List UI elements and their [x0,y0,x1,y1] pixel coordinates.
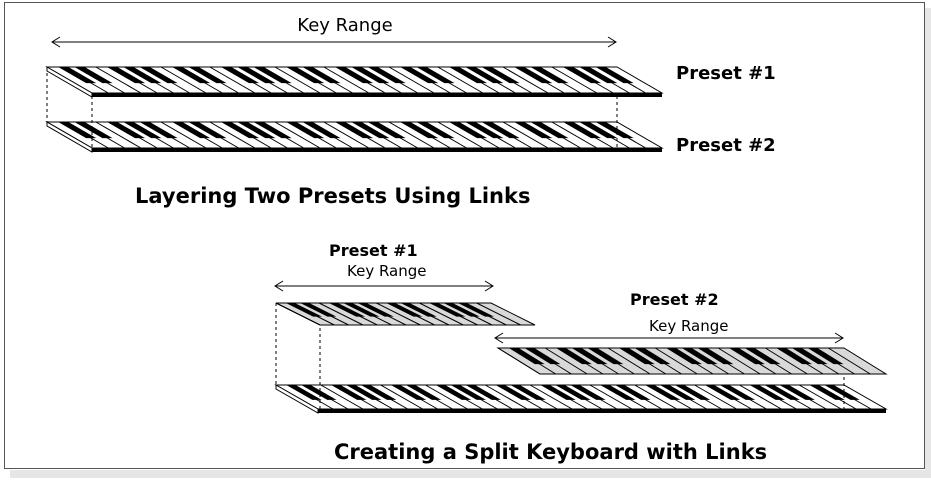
keyboard-split-base [274,384,888,414]
keyboard-preset1-layer [45,66,664,98]
top-key-range-arrow [51,36,617,48]
top-preset2-label: Preset #2 [676,135,776,156]
panel-shadow-bottom [10,470,930,478]
bottom-preset1-range-arrow [274,280,494,292]
top-preset1-label: Preset #1 [676,63,776,84]
bottom-preset1-label: Preset #1 [329,241,418,260]
bottom-preset2-range-arrow [494,332,844,344]
keyboard-preset2-layer [45,121,664,153]
bottom-caption: Creating a Split Keyboard with Links [334,440,767,464]
top-key-range-label: Key Range [297,15,392,36]
panel-shadow-right [925,8,931,478]
bottom-preset2-range-label: Key Range [649,317,729,335]
bottom-link-lines [275,303,845,412]
keyboard-split-preset1 [275,302,536,326]
bottom-preset1-range-label: Key Range [347,262,427,280]
bottom-preset2-label: Preset #2 [630,290,719,309]
keyboard-split-preset2 [496,347,888,375]
top-caption: Layering Two Presets Using Links [135,184,530,208]
